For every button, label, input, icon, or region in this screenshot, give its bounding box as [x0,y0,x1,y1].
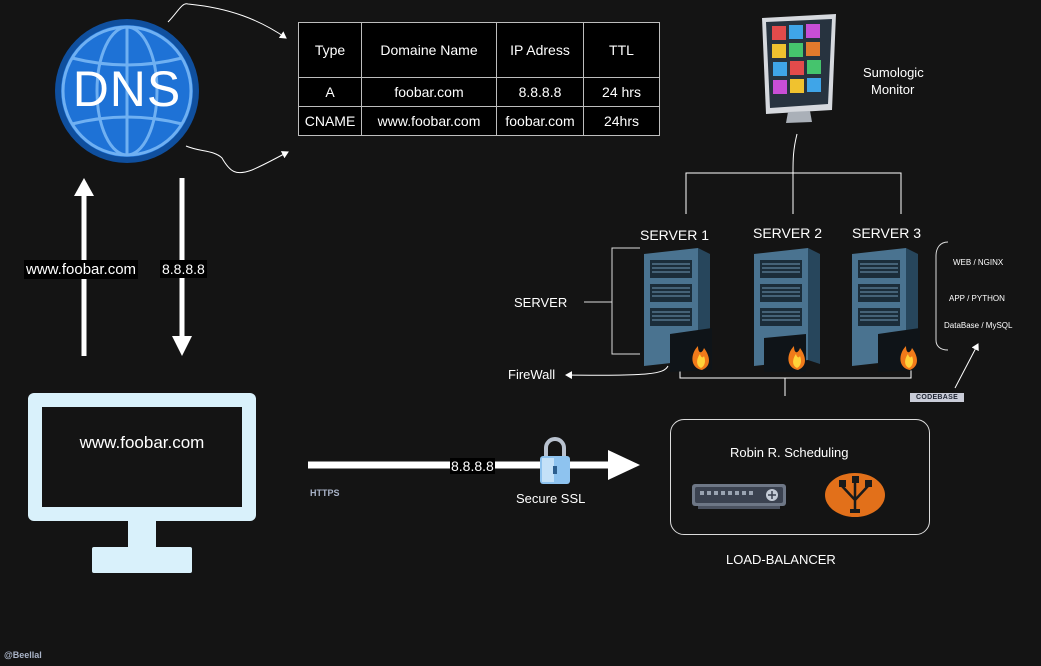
monitor-bracket [685,133,902,214]
servers-bottom-bracket [679,366,912,396]
table-cell: A [298,77,362,107]
stack-brace [935,241,949,351]
monitor-label-line1: Sumologic [863,65,924,80]
dns-to-table-arrow-top [167,3,287,39]
firewall-label: FireWall [508,367,556,382]
https-label: HTTPS [310,488,340,498]
table-header-cell: Type [298,22,362,78]
server-rack-icon [848,248,922,372]
table-cell: CNAME [298,106,362,136]
dns-globe-icon: DNS [52,16,202,166]
request-domain-label: www.foobar.com [24,260,139,279]
codebase-arrow [954,343,979,389]
table-header-cell: IP Adress [496,22,584,78]
monitor-label-line2: Monitor [871,82,915,97]
padlock-icon [538,434,572,488]
table-header-row: Type Domaine Name IP Adress TTL [298,22,660,78]
load-balancer-icon [824,472,886,518]
network-switch-icon [692,482,786,510]
server-group-label: SERVER [514,295,568,310]
dns-to-table-arrow-bottom [185,145,289,174]
table-cell: 24 hrs [583,77,660,107]
server-2-label: SERVER 2 [753,225,822,241]
response-ip-label: 8.8.8.8 [160,260,207,278]
stack-web-label: WEB / NGINX [953,258,1004,267]
server-rack-icon [750,248,824,372]
server-1-label: SERVER 1 [640,227,709,243]
https-ip-label: 8.8.8.8 [450,458,495,474]
author-credit: @Beellal [4,650,42,660]
client-computer-icon: www.foobar.com [28,393,256,575]
server-brace [584,247,640,355]
firewall-arrow [565,365,669,380]
secure-ssl-label: Secure SSL [516,491,586,506]
table-header-cell: Domaine Name [361,22,497,78]
server-3-label: SERVER 3 [852,225,921,241]
table-header-cell: TTL [583,22,660,78]
monitoring-screen-icon [758,14,840,126]
stack-db-label: DataBase / MySQL [944,321,1013,330]
table-cell: 8.8.8.8 [496,77,584,107]
load-balancer-title: Robin R. Scheduling [730,445,849,460]
client-screen-text: www.foobar.com [79,433,205,452]
table-cell: foobar.com [496,106,584,136]
table-cell: 24hrs [583,106,660,136]
server-rack-icon [640,248,714,372]
table-row: A foobar.com 8.8.8.8 24 hrs [298,77,660,107]
load-balancer-label: LOAD-BALANCER [726,552,836,567]
table-cell: foobar.com [361,77,497,107]
dns-records-table: Type Domaine Name IP Adress TTL A foobar… [298,22,660,136]
codebase-badge: CODEBASE [910,393,965,402]
dns-icon-text: DNS [72,61,182,117]
stack-app-label: APP / PYTHON [949,294,1005,303]
load-balancer-box [670,419,930,535]
table-cell: www.foobar.com [361,106,497,136]
table-row: CNAME www.foobar.com foobar.com 24hrs [298,106,660,136]
